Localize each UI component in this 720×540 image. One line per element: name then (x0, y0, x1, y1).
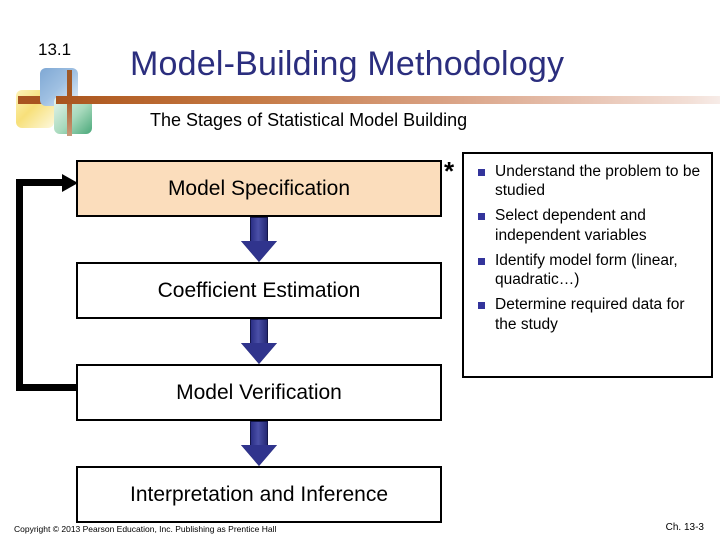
list-item: Determine required data for the study (470, 295, 705, 333)
flow-box-model-verification[interactable]: Model Verification (76, 364, 442, 421)
bullet-square-icon (478, 302, 485, 310)
list-item-label: Determine required data for the study (495, 296, 685, 333)
list-item: Understand the problem to be studied (470, 162, 705, 200)
flow-arrow-down-2-icon (240, 319, 278, 364)
bullet-square-icon (478, 169, 485, 176)
page-title: Model-Building Methodology (130, 45, 565, 83)
list-item: Identify model form (linear, quadratic…) (470, 251, 705, 289)
bullet-square-icon (478, 257, 485, 265)
arrow-shaft (250, 217, 268, 243)
footer-chapter-number: Ch. 13-3 (665, 522, 704, 533)
flow-arrow-down-1-icon (240, 217, 278, 262)
feedback-loop-bottom-segment (16, 384, 78, 391)
page-subtitle: The Stages of Statistical Model Building (150, 110, 468, 130)
feedback-loop-arrowhead-icon (62, 174, 78, 192)
list-item: Select dependent and independent variabl… (470, 206, 705, 244)
flow-box-interpretation-and-inference[interactable]: Interpretation and Inference (76, 466, 442, 523)
list-item-label: Identify model form (linear, quadratic…) (495, 251, 678, 289)
slide-number: 13.1 (38, 40, 72, 59)
header-divider (56, 96, 720, 104)
footer-copyright: Copyright © 2013 Pearson Education, Inc.… (14, 524, 277, 534)
asterisk-marker-icon: * (444, 156, 455, 186)
arrow-head (241, 445, 277, 466)
list-item-label: Select dependent and independent variabl… (495, 207, 647, 244)
arrow-shaft (250, 421, 268, 447)
arrow-shaft (250, 319, 268, 345)
bullet-square-icon (478, 213, 485, 221)
list-item-label: Understand the problem to be studied (495, 163, 701, 200)
model-specification-details-panel: Understand the problem to be studied Sel… (462, 152, 713, 378)
feedback-loop-top-segment (16, 179, 68, 186)
arrow-head (241, 241, 277, 262)
feedback-loop-vertical-segment (16, 179, 23, 391)
flow-box-model-specification[interactable]: Model Specification (76, 160, 442, 217)
flow-box-coefficient-estimation[interactable]: Coefficient Estimation (76, 262, 442, 319)
arrow-head (241, 343, 277, 364)
flow-arrow-down-3-icon (240, 421, 278, 466)
